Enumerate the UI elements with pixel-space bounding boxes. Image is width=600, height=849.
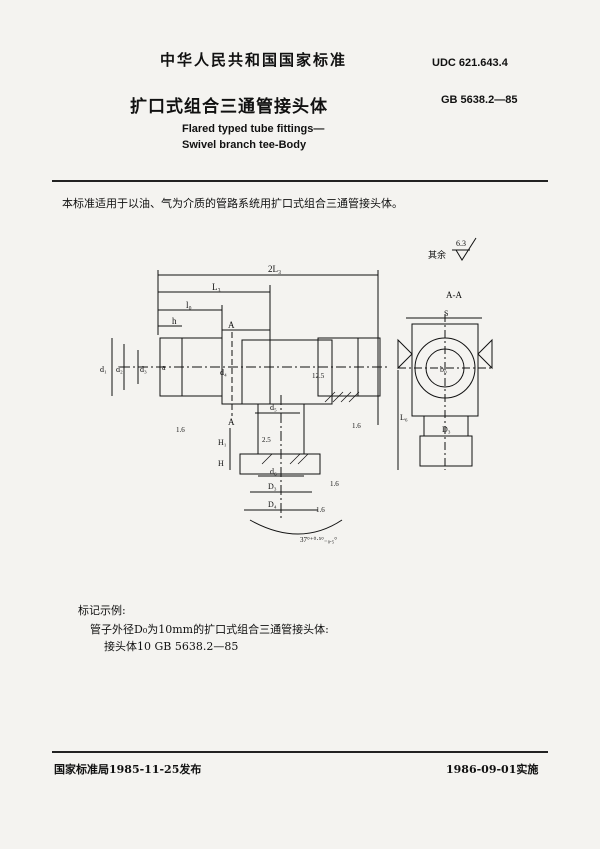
scope-text: 本标准适用于以油、气为介质的管路系统用扩口式组合三通管接头体。 [62,197,403,210]
dim-2l3: 2L₃ [268,264,281,274]
roughness-label: 其余 [428,249,446,260]
dim-s: S [444,309,448,318]
technical-drawing: 其余 6.3 2L₃ L₃ l₀ h A A [100,237,493,544]
example-line2: 接头体10 GB 5638.2—85 [104,640,239,653]
title-english-line2: Swivel branch tee-Body [182,139,307,151]
dim-d5: d₅ [270,403,277,412]
dim-b0: b₀ [440,365,447,374]
implemented-date: 1986-09-01实施 [446,763,539,776]
section-label: A-A [446,290,462,300]
dim-d3: d₃ [140,365,147,374]
roughness-1-6c: 1.6 [330,480,339,488]
dim-l6: L₆ [400,413,408,422]
roughness-1-6a: 1.6 [176,426,185,434]
issued-date: 国家标准局1985-11-25发布 [54,763,202,776]
dim-d6: d₆ [270,467,277,476]
title-chinese: 扩口式组合三通管接头体 [130,97,328,117]
section-a-top: A [228,320,235,330]
dim-d2: d₂ [116,365,123,374]
dim-d3-lower: D₃ [268,482,277,491]
header-divider [52,180,548,182]
roughness-1-6d: 1.6 [316,506,325,514]
dim-h: h [172,316,177,326]
roughness-2-5: 2.5 [262,436,271,444]
title-english-line1: Flared typed tube fittings— [182,123,325,135]
roughness-1-6b: 1.6 [352,422,361,430]
dim-a: a [162,363,166,372]
footer-divider [52,751,548,753]
dim-l3: L₃ [212,282,221,292]
roughness-value: 6.3 [456,239,466,248]
angle-label: 37°⁺⁰·⁵°₋₀.₅° [300,536,337,544]
gb-code: GB 5638.2—85 [441,94,518,106]
dim-l0: l₀ [186,300,192,310]
section-a-bottom: A [228,417,235,427]
dim-d1: d₁ [100,365,107,374]
udc-code: UDC 621.643.4 [432,57,508,69]
roughness-12-5: 12.5 [312,372,325,380]
example-heading: 标记示例: [78,604,126,617]
standard-org: 中华人民共和国国家标准 [160,51,348,69]
roughness-symbol-icon [452,237,477,261]
dim-d4-lower: D₄ [268,500,277,509]
dim-d4: d₄ [220,368,227,377]
dim-h-big: H [218,459,224,468]
dim-h1: H₁ [218,438,227,447]
example-line1: 管子外径D₀为10mm的扩口式组合三通管接头体: [90,623,329,636]
dim-d3-section: D₃ [442,425,451,434]
